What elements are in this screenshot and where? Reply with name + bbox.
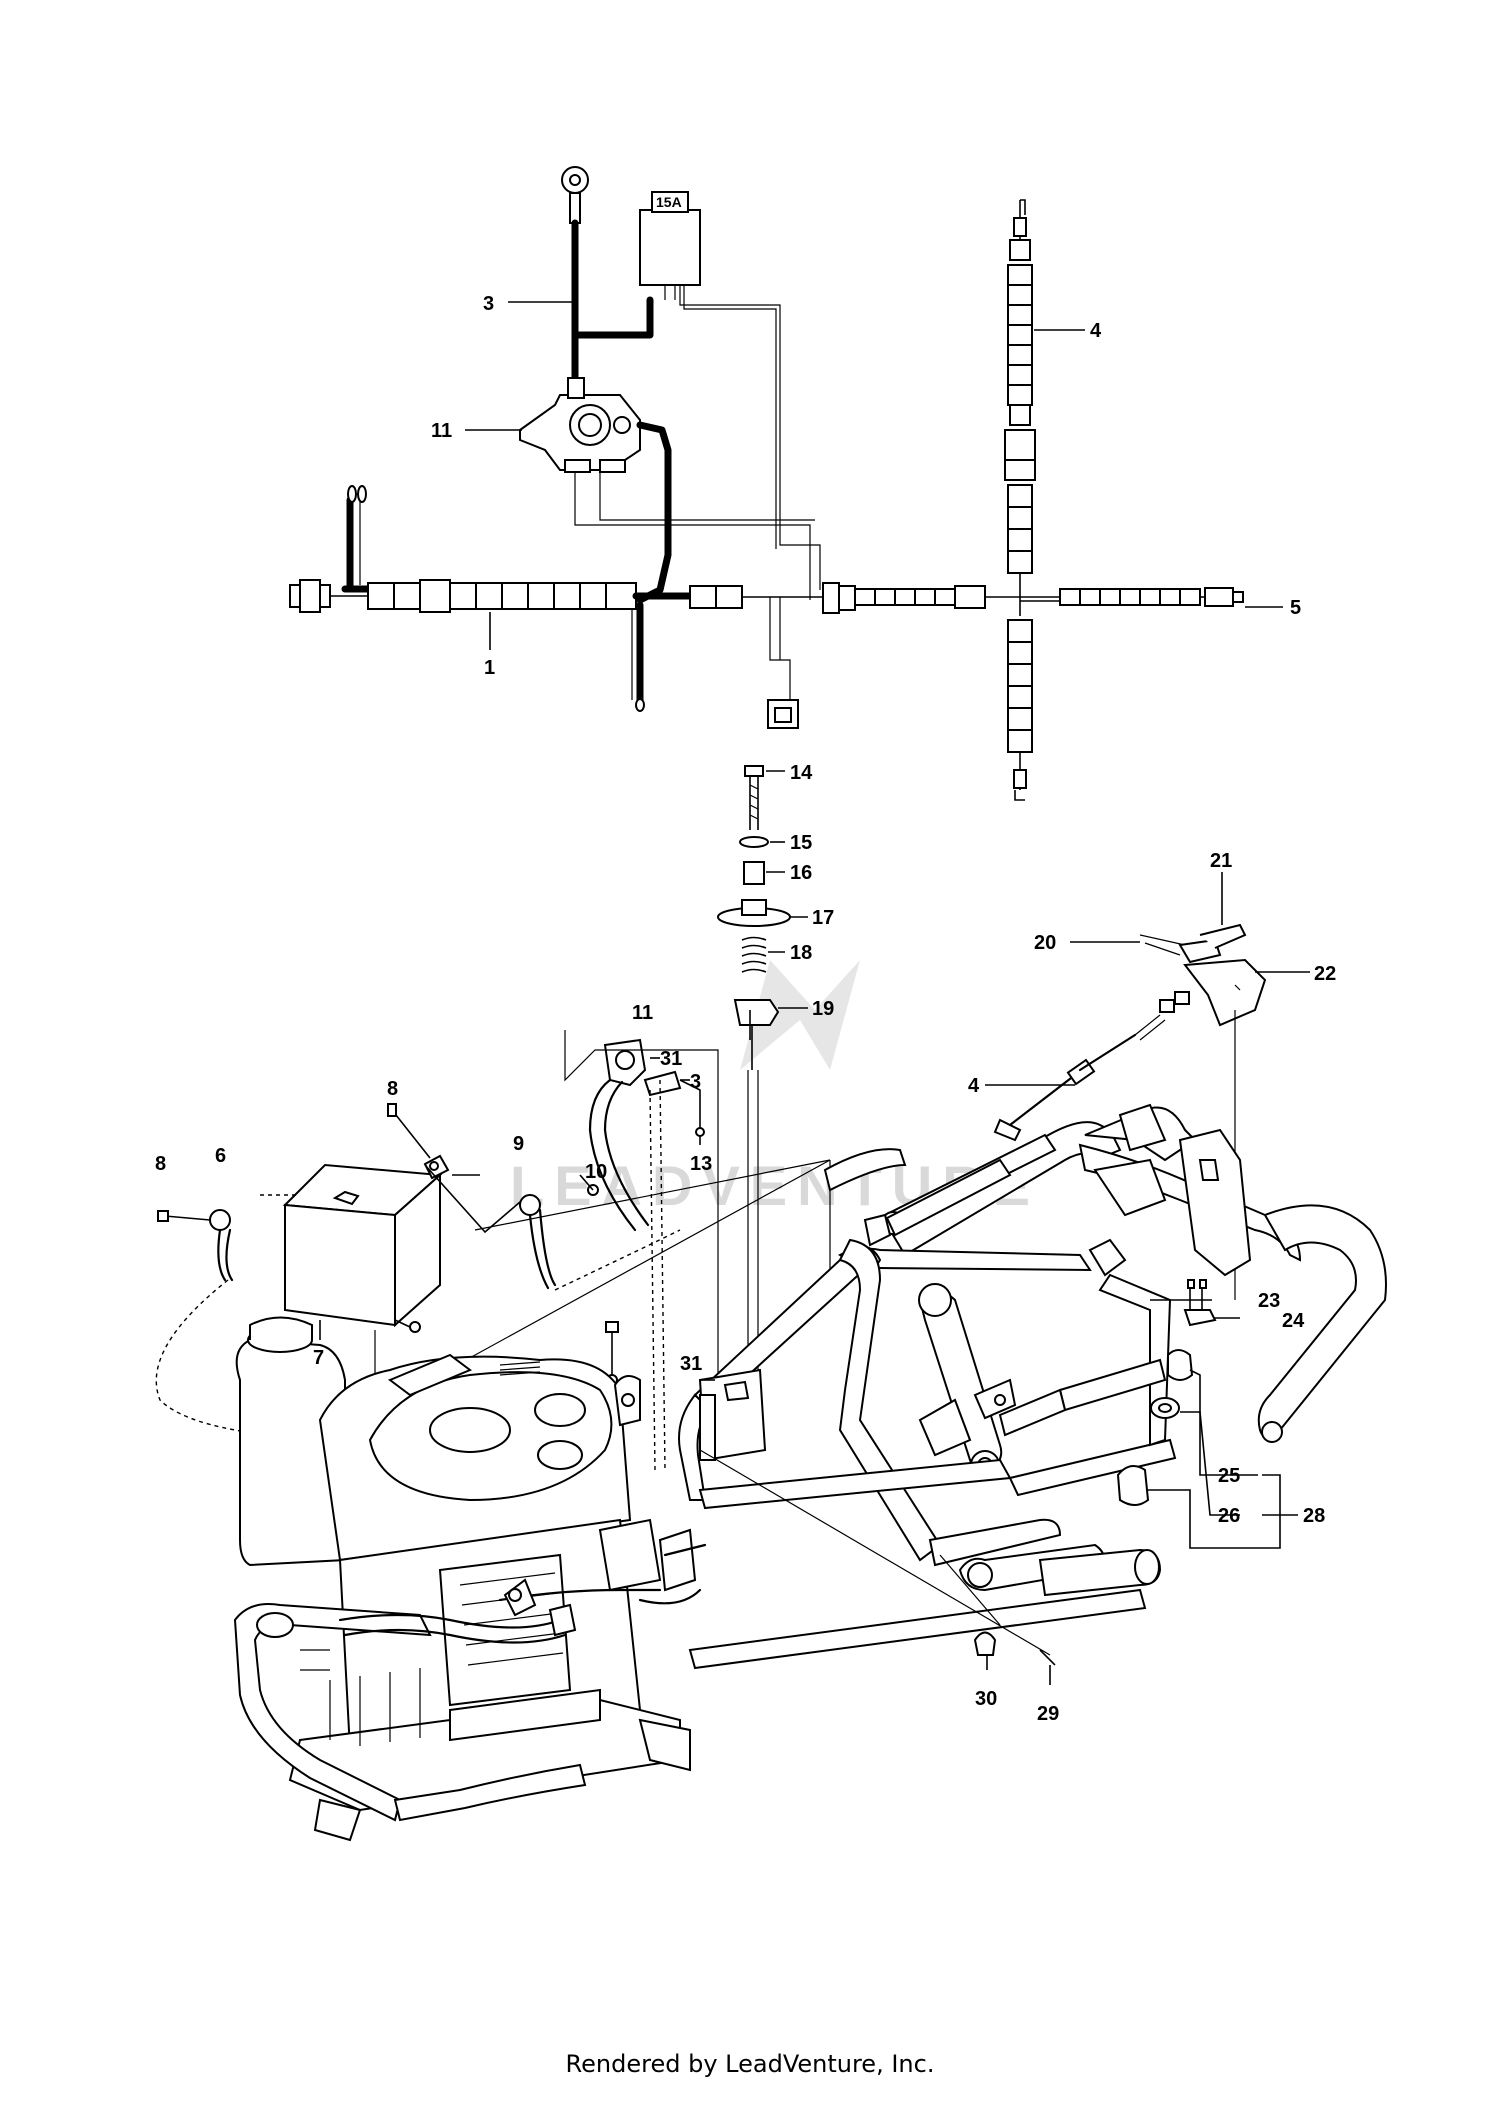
bolt-head	[744, 765, 764, 777]
lower-harness-segment	[985, 991, 1190, 1142]
callout-25: 25	[1218, 1465, 1240, 1487]
callout-21: 21	[1210, 850, 1232, 872]
lower-solenoid-assembly	[564, 1030, 719, 1471]
battery-assembly	[155, 1103, 831, 1441]
callout-29: 29	[1037, 1703, 1059, 1725]
callout-18: 18	[790, 942, 812, 964]
spring	[741, 936, 767, 973]
callout-14: 14	[790, 762, 813, 784]
callout-1: 1	[484, 657, 495, 679]
brake-switch-assembly	[1070, 872, 1310, 1300]
callout-9: 9	[513, 1133, 524, 1155]
harness-right-trunk	[854, 585, 986, 609]
callout-31: 31	[660, 1048, 682, 1070]
fuse-holder	[639, 209, 701, 286]
switch-lever	[1199, 923, 1247, 949]
callout-17: 17	[812, 907, 834, 929]
ring-terminal-6	[209, 1209, 231, 1231]
fuel-tank	[235, 1338, 346, 1567]
callout-19: 19	[812, 998, 834, 1020]
callout-3-lower: 3	[690, 1071, 701, 1093]
seat-switch	[733, 999, 780, 1026]
clip-24	[1183, 1309, 1217, 1327]
callout-3: 3	[483, 293, 494, 315]
battery-cable	[571, 219, 654, 339]
callout-10: 10	[585, 1161, 607, 1183]
callout-6: 6	[215, 1145, 226, 1167]
callout-22: 22	[1314, 963, 1336, 985]
switch-bracket	[1183, 958, 1267, 1027]
spacer	[743, 861, 765, 885]
callout-11-lower: 11	[632, 1002, 653, 1024]
callout-8-left: 8	[155, 1153, 166, 1175]
callout-7: 7	[313, 1347, 324, 1369]
harness-main-trunk	[367, 579, 637, 613]
engine	[233, 1316, 707, 1842]
callout-4: 4	[1090, 320, 1102, 342]
battery	[284, 1203, 396, 1327]
footer-credit: Rendered by LeadVenture, Inc.	[565, 2050, 935, 2078]
callout-15: 15	[790, 832, 812, 854]
callout-8: 8	[387, 1078, 398, 1100]
callout-16: 16	[790, 862, 812, 884]
callout-24: 24	[1282, 1310, 1305, 1332]
starter-solenoid	[519, 377, 641, 473]
harness-connector-right	[1204, 587, 1234, 607]
harness-vertical-branch	[1004, 199, 1036, 801]
washer	[739, 836, 769, 848]
callout-13: 13	[690, 1153, 712, 1175]
callout-28: 28	[1303, 1505, 1325, 1527]
wiring-harness-assembly: 15A	[289, 166, 1283, 801]
callout-30: 30	[975, 1688, 997, 1710]
callout-11: 11	[431, 420, 452, 442]
fuse	[651, 191, 689, 213]
fuse-rating-label: 15A	[656, 194, 682, 210]
callout-23: 23	[1258, 1290, 1280, 1312]
bumper-25	[1167, 1349, 1194, 1381]
callout-4-lower: 4	[968, 1075, 980, 1097]
callout-26: 26	[1218, 1505, 1240, 1527]
front-bumper	[233, 1603, 432, 1822]
callout-31-lower: 31	[680, 1353, 702, 1375]
chassis-frame	[678, 1103, 1387, 1685]
clamp-30	[973, 1631, 997, 1656]
callout-20: 20	[1034, 932, 1056, 954]
callout-labels: 3 4 11 5 1 14 15 16 17 18 19 21 20 22 11…	[155, 293, 1336, 1725]
bumper-28	[1116, 1465, 1150, 1506]
callout-5: 5	[1290, 597, 1301, 619]
